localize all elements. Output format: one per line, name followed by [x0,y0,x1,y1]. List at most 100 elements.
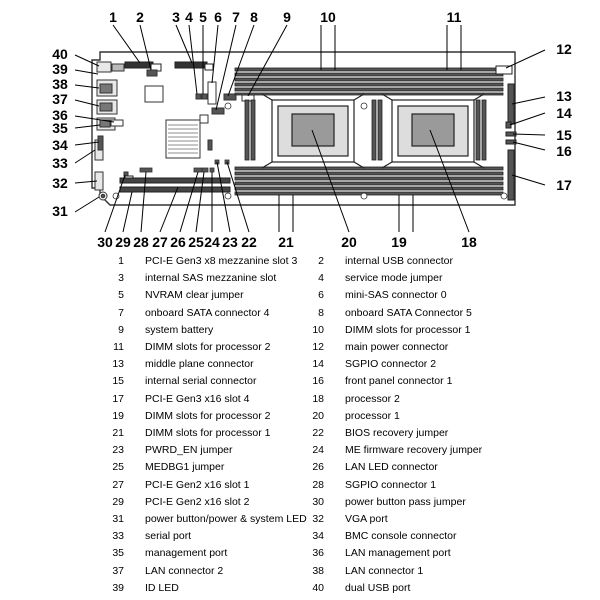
callout-7: 7 [232,9,240,25]
legend-number: 17 [112,392,124,405]
legend-number: 29 [112,495,124,508]
front-panel-connector-1 [505,139,517,145]
legend-description: front panel connector 1 [345,375,453,388]
dimm-slots-bottom [234,166,504,196]
legend-number: 34 [312,530,324,543]
processor-1 [261,93,365,169]
legend-description: dual USB port [345,581,411,594]
legend-number: 25 [112,461,124,474]
callout-25: 25 [188,234,204,250]
callout-34: 34 [52,137,68,153]
callout-28: 28 [133,234,149,250]
chipset-area [144,85,213,159]
lan-led-connector [193,167,203,173]
service-mode-jumper [195,93,202,100]
legend-number: 37 [112,564,124,577]
legend-row: 7 onboard SATA connector 4 [100,305,300,322]
pcie-gen2-slot-1 [119,177,231,184]
legend-description: internal SAS mezzanine slot [145,272,277,285]
legend-number: 12 [312,341,324,353]
processor-2 [381,93,485,169]
callout-17: 17 [556,177,572,193]
legend-number: 2 [318,255,324,267]
callout-37: 37 [52,91,68,107]
legend-number: 36 [312,547,324,560]
legend-description: LAN connector 2 [145,564,224,577]
legend-description: DIMM slots for processor 2 [145,409,271,422]
callout-16: 16 [556,143,572,159]
vertical-dimm-slots [244,99,487,161]
callout-26: 26 [170,234,186,250]
legend-number: 35 [112,547,124,560]
legend-number: 1 [118,255,124,267]
callout-8: 8 [250,9,258,25]
legend-description: DIMM slots for processor 1 [345,323,471,336]
legend-row: 17 PCI-E Gen3 x16 slot 4 [100,391,300,408]
legend-number: 31 [112,513,124,525]
callout-20: 20 [341,234,357,250]
legend-description: NVRAM clear jumper [145,289,244,302]
callout-30: 30 [97,234,113,250]
callout-1: 1 [109,9,117,25]
legend-description: main power connector [345,341,449,353]
legend-number: 10 [312,323,324,336]
legend-description: onboard SATA Connector 5 [345,306,472,319]
legend-number: 40 [312,581,324,594]
legend-description: PCI-E Gen3 x16 slot 4 [145,392,250,405]
legend-description: VGA port [345,513,388,525]
callout-3: 3 [172,9,180,25]
callout-24: 24 [204,234,220,250]
callout-9: 9 [283,9,291,25]
legend-number: 16 [312,375,324,388]
legend-description: power button/power & system LED [145,513,307,525]
legend-number: 33 [112,530,124,543]
callout-18: 18 [461,234,477,250]
legend-row: 12 main power connector [300,339,590,356]
legend-number: 18 [312,392,324,405]
callout-22: 22 [241,234,257,250]
dual-usb-port [96,61,112,73]
legend-description: PWRD_EN jumper [145,444,233,457]
legend-number: 23 [112,444,124,457]
legend-description: ID LED [145,581,179,594]
legend-row: 31 power button/power & system LED [100,511,306,528]
callout-39: 39 [52,61,68,77]
right-edge-connectors [495,65,517,201]
callout-27: 27 [152,234,168,250]
callout-10: 10 [320,9,336,25]
dimm-slots-top [234,67,504,96]
legend-description: LAN LED connector [345,461,438,474]
sata-connector-5 [223,93,237,101]
pch-heatsink [165,119,201,159]
legend-number: 7 [118,306,124,319]
legend-description: serial port [145,530,192,543]
leader-lines [74,24,546,233]
legend-description: onboard SATA connector 4 [145,306,270,319]
legend-description: SGPIO connector 2 [345,358,437,371]
legend-description: BMC console connector [345,530,457,543]
legend-description: internal serial connector [145,375,257,388]
legend-row: 40 dual USB port [300,580,590,597]
callout-2: 2 [136,9,144,25]
legend-number: 14 [312,358,324,371]
callout-6: 6 [214,9,222,25]
legend-number: 38 [312,564,324,577]
sas-mezzanine-slot [174,61,208,69]
legend-number: 3 [118,272,124,285]
legend-description: DIMM slots for processor 2 [145,341,271,353]
legend-number: 21 [112,427,124,439]
